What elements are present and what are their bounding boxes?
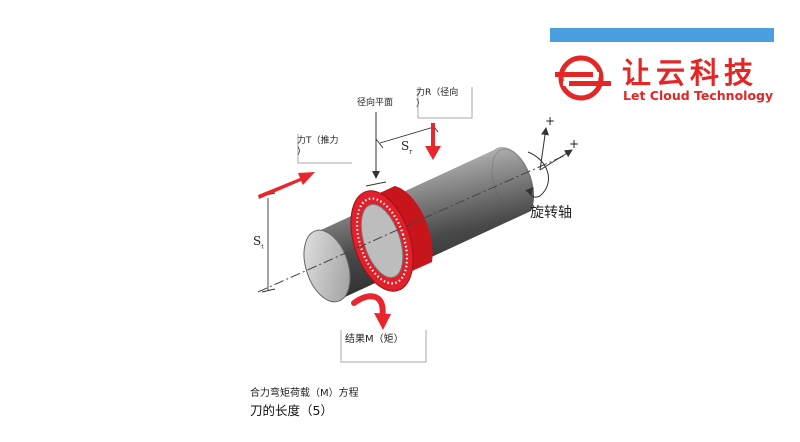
dist-sr-main: S: [401, 139, 410, 153]
plus-right-label: +: [569, 137, 580, 151]
force-r-box-border: [417, 87, 473, 119]
brand-bar: [550, 28, 774, 42]
moment-arrow-head: [374, 313, 391, 330]
dist-sr-label: Sr: [401, 139, 412, 155]
dist-st-sub: t: [261, 243, 264, 251]
axis-arrow-up: [539, 127, 549, 171]
rotation-axis-line: [257, 154, 567, 293]
force-t-label-line1: 力T（推力: [297, 136, 339, 146]
result-box-border: [340, 330, 427, 363]
result-moment-label: 结果M（矩）: [345, 334, 404, 345]
force-r-label-line1: 力R（径向: [416, 88, 459, 98]
sr-dimension-line: [379, 126, 435, 144]
plus-top-label: +: [545, 114, 556, 128]
sr-tick-left: [375, 138, 384, 149]
let-cloud-logo-icon: [555, 55, 611, 101]
force-r-label: 力R（径向 ）: [416, 88, 458, 110]
brand-name-cn: 让云科技: [622, 56, 759, 90]
force-r-arrow: [425, 123, 441, 160]
radial-plane-label: 径向平面: [357, 98, 394, 108]
axis-arrow-right: [539, 149, 573, 171]
dist-st-main: S: [253, 234, 262, 248]
force-t-box-border: [297, 134, 352, 164]
rotation-curl-arrow: [525, 151, 549, 198]
force-r-label-line2: ）: [416, 99, 426, 109]
force-t-arrow: [258, 172, 315, 199]
force-t-label: 力T（推力 ）: [297, 136, 339, 158]
dist-st-label: St: [253, 234, 264, 250]
bearing-ring: [350, 186, 433, 292]
dist-sr-sub: r: [409, 148, 413, 156]
st-tick-bottom: [261, 288, 276, 293]
brand-name-en: Let Cloud Technology: [623, 88, 774, 103]
force-t-label-line2: ）: [297, 147, 307, 157]
caption-length: 刀的长度（5）: [250, 403, 333, 418]
moment-arrow-curve: [351, 293, 386, 321]
radial-plane-tick: [365, 181, 387, 187]
rotation-axis-label: 旋转轴: [530, 205, 572, 221]
caption-equation: 合力弯矩荷载（M）方程: [250, 388, 359, 399]
